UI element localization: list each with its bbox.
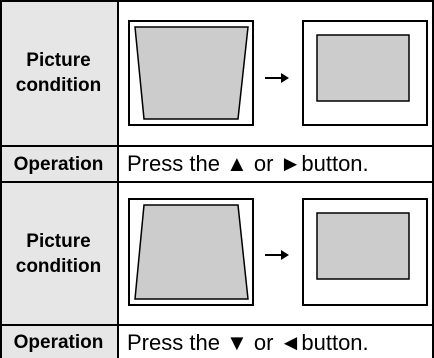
picture-illustration-cell-2 — [117, 183, 434, 324]
picture-condition-row-1: Picture condition — [0, 0, 434, 145]
table-top-border — [0, 0, 434, 2]
operation-label-1: Operation — [0, 147, 117, 181]
operation-cell-2: Press the ▼ or ◄button. — [117, 326, 434, 358]
screen-after-icon — [302, 198, 428, 306]
column-divider — [117, 0, 119, 358]
label-line-condition: condition — [15, 74, 102, 96]
label-line-condition: condition — [15, 255, 102, 277]
screen-before-icon — [128, 20, 254, 126]
operation-row-2: Operation Press the ▼ or ◄button. — [0, 326, 434, 358]
right-arrow-icon — [265, 73, 289, 83]
operation-cell-1: Press the ▲ or ►button. — [117, 147, 434, 181]
screen-before-icon — [128, 198, 254, 306]
right-arrow-icon — [265, 250, 289, 260]
picture-condition-label-1: Picture condition — [0, 0, 117, 145]
operation-label-2: Operation — [0, 326, 117, 358]
keystone-correction-diagram-2 — [128, 198, 428, 306]
row-divider-3 — [0, 324, 434, 326]
picture-condition-label-2: Picture condition — [0, 183, 117, 324]
screen-after-icon — [302, 20, 428, 126]
table-left-border — [0, 0, 2, 358]
table-right-border — [432, 0, 434, 358]
label-line-picture: Picture — [26, 230, 91, 252]
label-line-picture: Picture — [26, 49, 91, 71]
operation-instruction-2: Press the ▼ or ◄button. — [127, 330, 369, 355]
picture-condition-row-2: Picture condition — [0, 183, 434, 324]
row-divider-2 — [0, 181, 434, 183]
operation-row-1: Operation Press the ▲ or ►button. — [0, 147, 434, 181]
picture-illustration-cell-1 — [117, 0, 434, 145]
operation-instruction-1: Press the ▲ or ►button. — [127, 151, 369, 176]
row-divider-1 — [0, 145, 434, 147]
keystone-correction-diagram-1 — [128, 20, 428, 126]
